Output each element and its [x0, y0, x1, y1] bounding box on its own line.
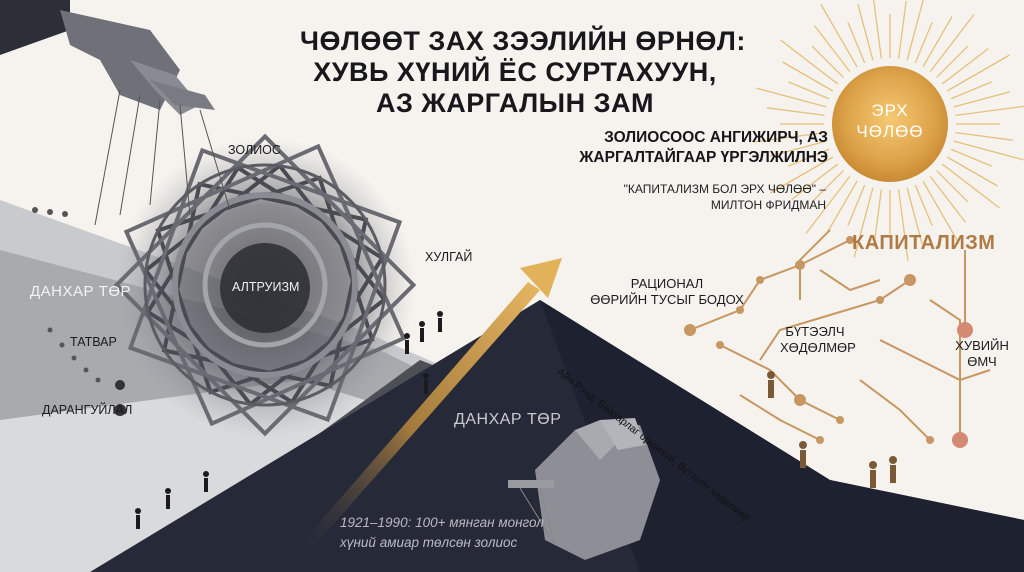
circuit-nodes: [684, 236, 973, 448]
label-double-prison-center: ДАНХАР ТӨР: [454, 411, 562, 428]
capitalism-circuitry: [689, 229, 991, 441]
history-line-2: хүний амиар төлсөн золиос: [340, 535, 518, 550]
label-productive-work: БҮТЭЭЛЧ ХӨДӨЛМӨР: [780, 324, 856, 356]
dotted-trails: [32, 207, 126, 416]
history-line-1: 1921–1990: 100+ мянган монгол: [340, 515, 544, 530]
sun-ray: [906, 0, 924, 61]
sun-ray: [791, 163, 839, 201]
sun-ray: [953, 140, 1024, 161]
sun-label: ЭРХ ЧӨЛӨӨ: [840, 100, 940, 142]
label-tyranny: ДАРАНГУЙЛАЛ: [42, 403, 133, 417]
sun-ray: [811, 170, 844, 203]
sun-ray: [955, 131, 1014, 141]
subtitle-line-2: ЖАРГАЛТАЙГААР ҮРГЭЛЖИЛНЭ: [579, 149, 828, 166]
climbing-figures: [135, 311, 897, 529]
sun-ray: [897, 189, 909, 261]
sun-ray: [753, 131, 825, 143]
sun-ray: [906, 187, 923, 244]
history-caption: 1921–1990: 100+ мянган монгол хүний амиа…: [340, 513, 544, 553]
sun-ray: [788, 81, 830, 100]
title-line-2: ХУВЬ ХҮНИЙ ЁС СУРТАХУУН,: [313, 57, 717, 87]
productive-line-2: ХӨДӨЛМӨР: [780, 340, 856, 355]
sun-ray: [873, 0, 883, 59]
label-theft: ХУЛГАЙ: [425, 250, 473, 264]
sun-ray: [770, 156, 834, 194]
sun-ray: [941, 163, 1000, 209]
sun-ray: [805, 175, 851, 234]
sun-ray: [946, 156, 998, 187]
property-line-2: ӨМЧ: [967, 354, 997, 369]
page-title: ЧӨЛӨӨТ ЗАХ ЗЭЭЛИЙН ӨРНӨЛ: ХУВЬ ХҮНИЙ ЁС …: [300, 26, 746, 119]
capitalism-label: КАПИТАЛИЗМ: [852, 232, 996, 254]
sun-ray: [827, 180, 858, 232]
title-line-1: ЧӨЛӨӨТ ЗАХ ЗЭЭЛИЙН ӨРНӨЛ:: [300, 26, 746, 56]
property-line-1: ХУВИЙН: [955, 338, 1009, 353]
sun-ray: [955, 105, 1024, 117]
label-altruism: АЛТРУИЗМ: [232, 280, 300, 294]
rational-line-1: РАЦИОНАЛ: [630, 276, 704, 291]
sun-ray: [950, 148, 992, 167]
sun-ray: [780, 39, 839, 85]
productive-line-1: БҮТЭЭЛЧ: [785, 324, 845, 339]
sun-ray: [756, 87, 827, 108]
sun-ray: [847, 184, 866, 226]
sun-ray: [820, 4, 858, 68]
sun-ray: [770, 140, 827, 157]
sun-ray: [873, 189, 883, 248]
sun-ray: [922, 180, 960, 244]
sun-line-1: ЭРХ: [871, 101, 909, 120]
sun-ray: [914, 22, 933, 64]
sun-ray: [922, 16, 953, 68]
sun-ray: [847, 22, 866, 64]
label-sacrifice: ЗОЛИОС: [228, 143, 281, 157]
sun-ray: [782, 61, 834, 92]
rational-line-2: ӨӨРИЙН ТУСЫГ БОДОХ: [590, 292, 744, 307]
puppeteer-hand: [0, 0, 231, 226]
sun-ray: [914, 184, 933, 226]
sun-ray: [857, 4, 874, 61]
sun-ray: [853, 187, 874, 258]
sun-line-2: ЧӨЛӨӨ: [856, 122, 924, 141]
subtitle: ЗОЛИОСООС АНГИЖИРЧ, АЗ ЖАРГАЛТАЙГААР ҮРГ…: [528, 128, 828, 168]
quote-line-2: МИЛТОН ФРИДМАН: [710, 198, 826, 212]
sun-ray: [788, 148, 830, 167]
lower-fist: [508, 418, 660, 560]
sun-ray: [929, 175, 967, 223]
sun-ray: [766, 107, 825, 117]
sun-ray: [813, 25, 851, 73]
dark-mountain: [90, 300, 1024, 572]
sun-ray: [936, 170, 969, 203]
label-rational: РАЦИОНАЛ ӨӨРИЙН ТУСЫГ БОДОХ: [582, 276, 752, 308]
subtitle-line-1: ЗОЛИОСООС АНГИЖИРЧ, АЗ: [604, 129, 828, 146]
sun-ray: [950, 81, 992, 100]
liberty-sun: [753, 0, 1024, 261]
label-double-prison-left: ДАНХАР ТӨР: [30, 283, 132, 300]
rising-arrow: [300, 258, 562, 545]
label-tax: ТАТВАР: [70, 335, 117, 349]
sun-ray: [811, 45, 844, 78]
sun-ray: [941, 47, 989, 85]
sun-ray: [936, 45, 969, 78]
label-private-property: ХУВИЙН ӨМЧ: [952, 338, 1012, 370]
sun-ray: [897, 0, 907, 59]
sun-ray: [946, 54, 1010, 92]
sun-ray: [929, 14, 975, 73]
sun-ray: [953, 91, 1010, 108]
quote-line-1: "КАПИТАЛИЗМ БОЛ ЭРХ ЧӨЛӨӨ" –: [623, 182, 826, 196]
friedman-quote: "КАПИТАЛИЗМ БОЛ ЭРХ ЧӨЛӨӨ" – МИЛТОН ФРИД…: [556, 181, 826, 213]
title-line-3: АЗ ЖАРГАЛЫН ЗАМ: [375, 88, 655, 118]
